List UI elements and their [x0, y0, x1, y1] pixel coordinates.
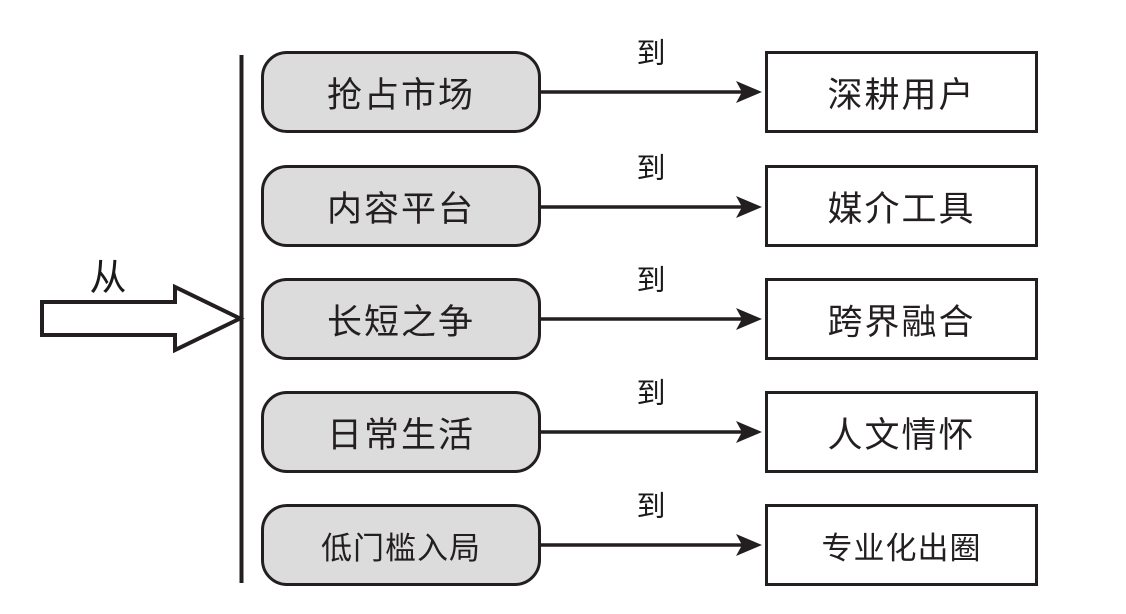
target-box-row-3[interactable]: 跨界融合 [765, 278, 1038, 360]
target-box-label: 跨界融合 [827, 302, 976, 342]
source-box-label: 内容平台 [326, 189, 475, 229]
source-box-label: 低门槛入局 [321, 530, 481, 566]
source-box-row-5[interactable]: 低门槛入局 [261, 504, 541, 586]
connector-label-row-1: 到 [636, 38, 666, 70]
target-box-row-2[interactable]: 媒介工具 [765, 165, 1038, 247]
connector-label-row-4: 到 [636, 378, 666, 410]
source-box-row-2[interactable]: 内容平台 [261, 165, 541, 247]
source-box-row-4[interactable]: 日常生活 [261, 391, 541, 473]
source-box-row-1[interactable]: 抢占市场 [261, 51, 541, 133]
connector-arrow-row-5 [541, 534, 762, 556]
block-arrow-right-icon [40, 283, 245, 354]
target-box-label: 人文情怀 [827, 415, 976, 455]
connector-label-row-2: 到 [636, 153, 666, 185]
target-box-row-4[interactable]: 人文情怀 [765, 391, 1038, 473]
connector-label-row-3: 到 [636, 265, 666, 297]
source-box-label: 抢占市场 [326, 75, 475, 115]
target-box-label: 深耕用户 [827, 75, 976, 115]
connector-arrow-row-2 [541, 196, 762, 218]
target-box-row-5[interactable]: 专业化出圈 [765, 504, 1038, 586]
source-box-row-3[interactable]: 长短之争 [261, 278, 541, 360]
target-box-row-1[interactable]: 深耕用户 [765, 51, 1038, 133]
target-box-label: 专业化出圈 [821, 530, 982, 566]
source-box-label: 日常生活 [326, 415, 475, 455]
connector-arrow-row-4 [541, 421, 762, 443]
connector-arrow-row-1 [541, 81, 762, 103]
target-box-label: 媒介工具 [827, 189, 976, 229]
connector-arrow-row-3 [541, 308, 762, 330]
source-box-label: 长短之争 [326, 302, 475, 342]
from-label: 从 [89, 258, 127, 299]
connector-label-row-5: 到 [636, 491, 666, 523]
